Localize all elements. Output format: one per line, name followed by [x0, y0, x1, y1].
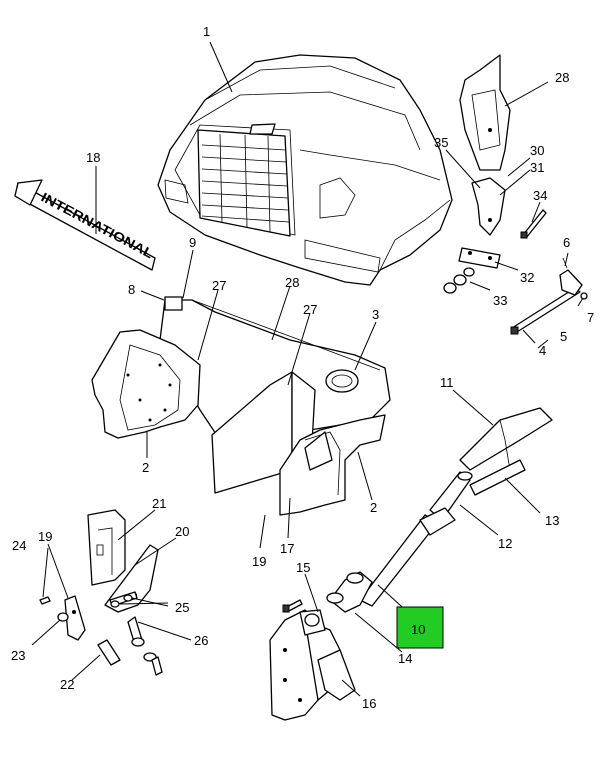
hinge-plate-19[interactable] — [64, 595, 86, 641]
callout-23: 23 — [11, 648, 25, 663]
callout-2-left: 2 — [142, 460, 149, 475]
callout-25: 25 — [175, 600, 189, 615]
callout-18: 18 — [86, 150, 100, 165]
callout-32: 32 — [520, 270, 534, 285]
callout-11: 11 — [440, 375, 454, 390]
callout-3: 3 — [372, 307, 379, 322]
leader-lines — [31, 41, 584, 697]
callout-22: 22 — [60, 677, 74, 692]
callout-19-left: 19 — [38, 529, 52, 544]
callout-4: 4 — [539, 343, 546, 358]
callout-6: 6 — [563, 235, 570, 250]
callout-26: 26 — [194, 633, 208, 648]
bolt-34[interactable] — [520, 209, 547, 239]
callout-14: 14 — [398, 651, 412, 666]
hinge-assembly[interactable] — [269, 571, 373, 721]
callout-8: 8 — [128, 282, 135, 297]
fasteners-26[interactable] — [127, 616, 163, 676]
callout-19-right: 19 — [252, 554, 266, 569]
cowl-panel[interactable] — [159, 296, 391, 451]
emblem-text: INTERNATIONAL — [39, 189, 156, 261]
callout-30: 30 — [530, 143, 544, 158]
fasteners-25[interactable] — [109, 591, 138, 608]
callout-9: 9 — [189, 235, 196, 250]
bolt-22[interactable] — [97, 639, 121, 666]
bolt-15[interactable] — [282, 599, 303, 613]
callout-27-right: 27 — [303, 302, 317, 317]
callout-34: 34 — [533, 188, 547, 203]
callout-1: 1 — [203, 24, 210, 39]
callout-13: 13 — [545, 513, 559, 528]
callout-15: 15 — [296, 560, 310, 575]
international-emblem[interactable]: INTERNATIONAL — [14, 179, 156, 271]
pin-24[interactable] — [39, 596, 51, 605]
callout-16: 16 — [362, 696, 376, 711]
callout-35: 35 — [434, 135, 448, 150]
gas-strut-cylinder[interactable] — [359, 471, 473, 607]
corner-bracket[interactable] — [471, 177, 506, 236]
hood-strut-bracket[interactable] — [459, 407, 553, 496]
callout-12: 12 — [498, 536, 512, 551]
callout-28-cowl: 28 — [285, 275, 299, 290]
support-rod-assembly[interactable] — [510, 257, 588, 335]
callout-labels: 1 2 2 3 4 5 6 7 8 9 11 12 13 14 15 16 17… — [11, 24, 594, 711]
washer-23[interactable] — [57, 612, 69, 622]
cowl-side-bracket[interactable] — [459, 54, 511, 171]
right-fender[interactable] — [279, 414, 386, 516]
mounting-plate[interactable] — [458, 247, 501, 269]
callout-24: 24 — [12, 538, 26, 553]
callout-20: 20 — [175, 524, 189, 539]
callout-28-bracket: 28 — [555, 70, 569, 85]
washers[interactable] — [443, 267, 475, 294]
callout-5: 5 — [560, 329, 567, 344]
callout-21: 21 — [152, 496, 166, 511]
left-fender[interactable] — [91, 329, 201, 439]
callout-7: 7 — [587, 310, 594, 325]
callout-27-left: 27 — [212, 278, 226, 293]
callout-31: 31 — [530, 160, 544, 175]
hinge-plate-21[interactable] — [87, 509, 126, 586]
callout-33: 33 — [493, 293, 507, 308]
highlight-box[interactable] — [396, 606, 444, 649]
hood-assembly[interactable] — [157, 54, 453, 286]
callout-2-right: 2 — [370, 500, 377, 515]
callout-17: 17 — [280, 541, 294, 556]
callout-10: 10 — [411, 622, 425, 637]
